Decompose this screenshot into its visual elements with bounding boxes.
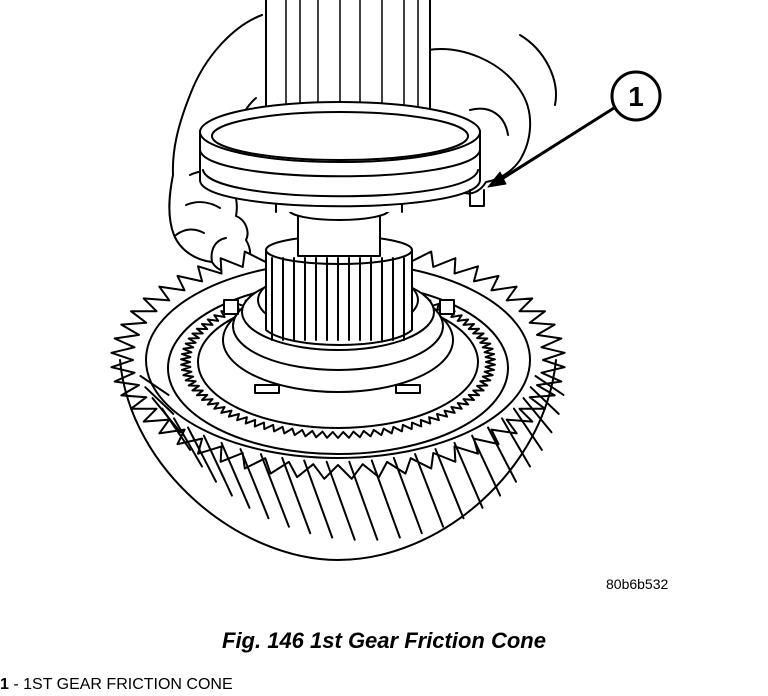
leader-arrow — [498, 106, 616, 182]
legend-number: 1 — [0, 676, 9, 693]
legend-label: 1ST GEAR FRICTION CONE — [23, 676, 233, 693]
callout-number: 1 — [628, 81, 644, 112]
figure-caption: Fig. 146 1st Gear Friction Cone — [222, 628, 546, 653]
right-hand-illustration — [427, 34, 557, 195]
gear-assembly-illustration: 1 — [110, 0, 662, 561]
figure-id: 80b6b532 — [606, 576, 669, 592]
legend-separator: - — [8, 676, 24, 693]
friction-cone-illustration — [199, 101, 485, 208]
arrowhead — [487, 171, 507, 188]
callout-circle — [610, 70, 662, 122]
legend-item: 1 - 1ST GEAR FRICTION CONE — [0, 676, 233, 694]
callout-1: 1 — [487, 70, 662, 188]
